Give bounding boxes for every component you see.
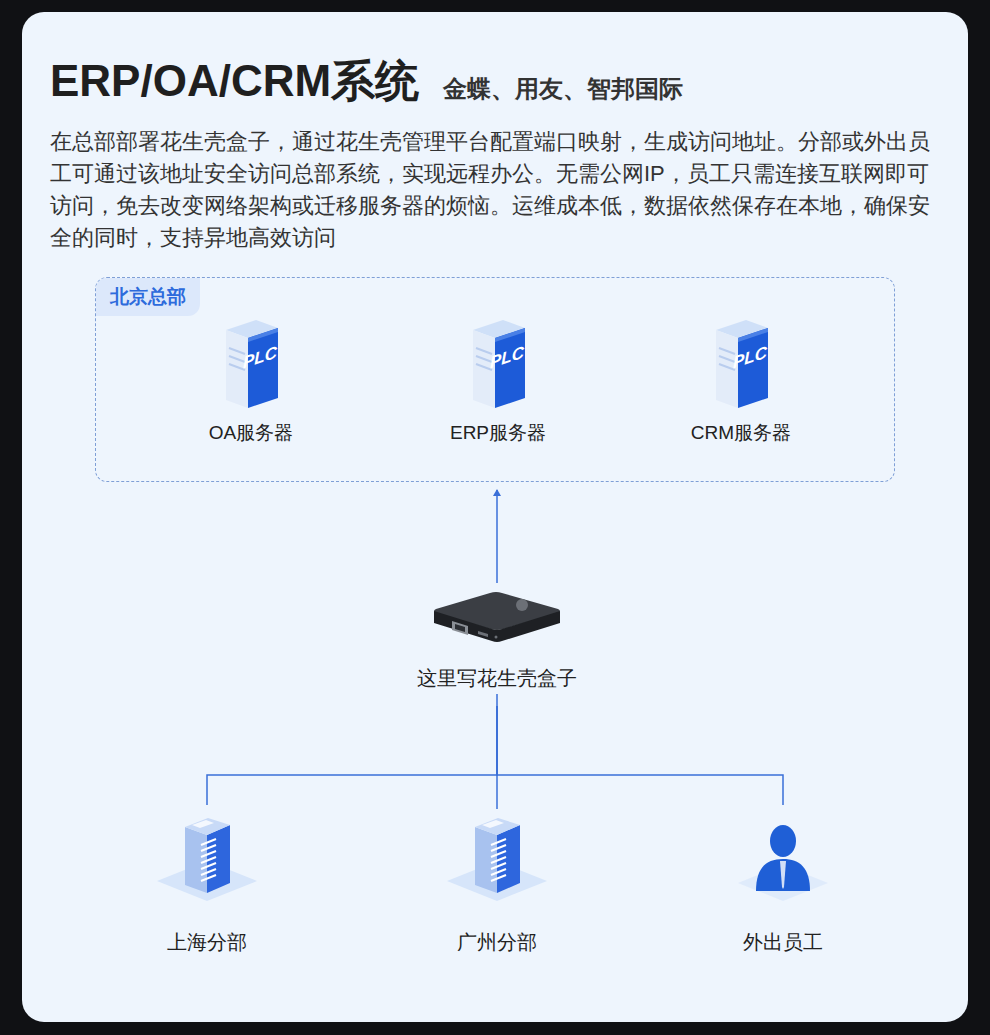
node-label: 广州分部	[411, 929, 583, 956]
server-node: PLC CRM服务器	[635, 318, 847, 446]
connector	[497, 706, 783, 805]
description: 在总部部署花生壳盒子，通过花生壳管理平台配置端口映射，生成访问地址。分部或外出员…	[50, 126, 945, 254]
node-label: CRM服务器	[635, 420, 847, 446]
node-label: ERP服务器	[392, 420, 604, 446]
icon-wrap: PLC	[635, 318, 847, 414]
region-box: 北京总部PLCOA服务器PLCERP服务器PLCCRM服务器	[95, 277, 895, 482]
server-node: PLC OA服务器	[145, 318, 357, 446]
node-label: 这里写花生壳盒子	[391, 665, 603, 692]
icon-wrap: PLC	[392, 318, 604, 414]
icon-wrap	[121, 813, 293, 909]
node-label: OA服务器	[145, 420, 357, 446]
person-icon	[728, 813, 838, 903]
connector	[496, 490, 498, 583]
icon-wrap: PLC	[145, 318, 357, 414]
building-node: 广州分部	[411, 813, 583, 956]
server-node: PLC ERP服务器	[392, 318, 604, 446]
box-node: 这里写花生壳盒子	[391, 587, 603, 692]
icon-wrap	[697, 813, 869, 909]
title: ERP/OA/CRM系统	[50, 52, 419, 111]
subtitle: 金蝶、用友、智邦国际	[443, 73, 683, 105]
region-title: 北京总部	[96, 278, 200, 316]
router-box-icon	[430, 587, 564, 647]
building-icon	[152, 813, 262, 903]
person-node: 外出员工	[697, 813, 869, 956]
building-icon	[442, 813, 552, 903]
node-label: 上海分部	[121, 929, 293, 956]
node-label: 外出员工	[697, 929, 869, 956]
connector	[207, 706, 497, 805]
building-node: 上海分部	[121, 813, 293, 956]
icon-wrap	[411, 813, 583, 909]
icon-wrap	[391, 587, 603, 657]
